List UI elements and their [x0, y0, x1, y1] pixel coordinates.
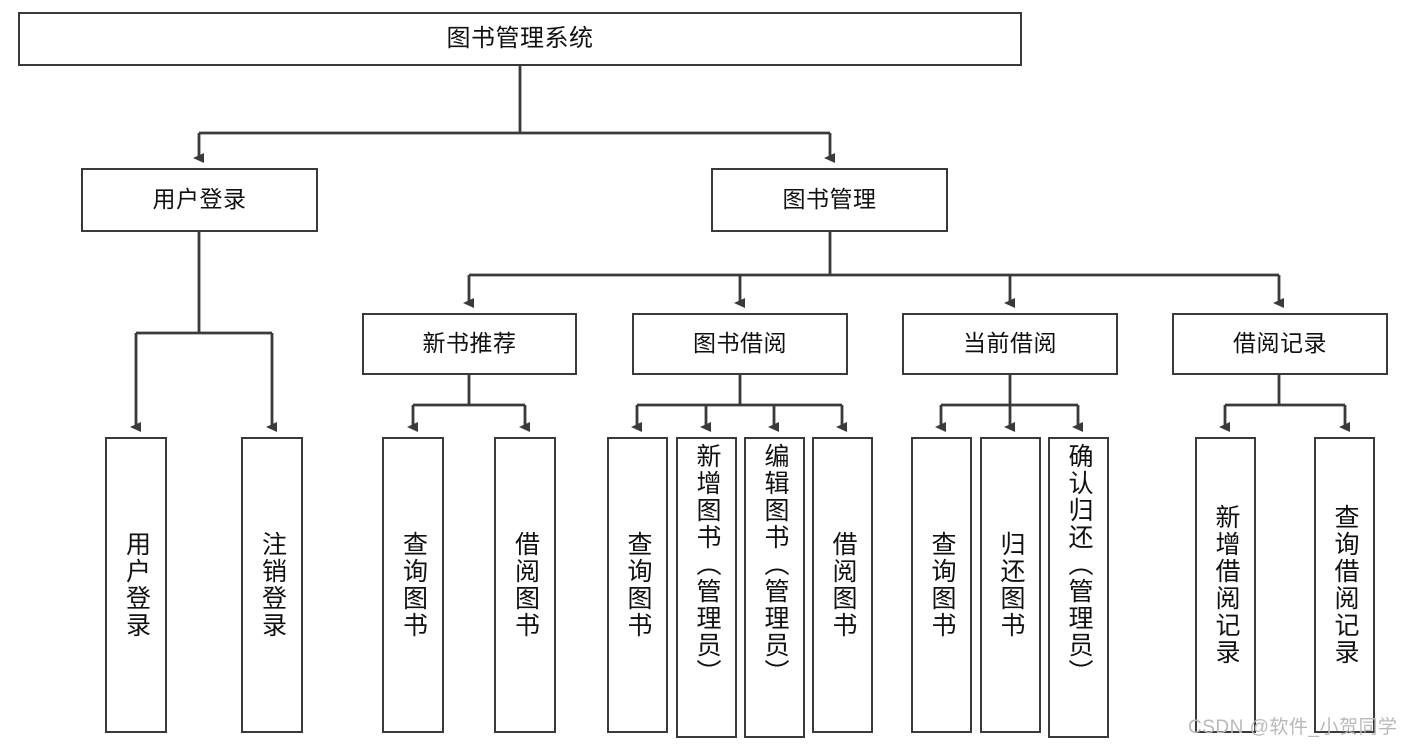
node-label: 查询借阅记录: [1331, 504, 1359, 666]
node-label: 图书借阅: [693, 330, 787, 357]
node-label: 归还图书: [997, 531, 1025, 639]
node-label: 新书推荐: [422, 330, 517, 357]
leaf-return-book[interactable]: 归还图书: [980, 437, 1041, 733]
leaf-borrow-book[interactable]: 借阅图书: [812, 437, 873, 733]
node-label: 查询图书: [624, 531, 652, 639]
csdn-watermark: CSDN @软件_小贺同学: [1188, 717, 1398, 738]
node-book-borrow[interactable]: 图书借阅: [632, 313, 848, 375]
node-label: 查询图书: [928, 531, 956, 639]
node-label: 借阅记录: [1233, 330, 1327, 357]
node-root-library-system[interactable]: 图书管理系统: [18, 12, 1022, 66]
node-borrow-record[interactable]: 借阅记录: [1172, 313, 1388, 375]
leaf-query-book-current[interactable]: 查询图书: [911, 437, 972, 733]
node-label: 借阅图书: [511, 531, 540, 639]
node-label: 注销登录: [258, 531, 287, 639]
node-label: 新增图书（管理员）: [693, 443, 721, 686]
node-label: 确认归还（管理员）: [1065, 443, 1093, 686]
leaf-logout-login[interactable]: 注销登录: [241, 437, 303, 733]
leaf-query-book-borrow[interactable]: 查询图书: [607, 437, 668, 733]
node-label: 查询图书: [399, 531, 428, 639]
node-label: 当前借阅: [963, 330, 1057, 357]
node-label: 编辑图书（管理员）: [761, 443, 789, 686]
node-label: 借阅图书: [829, 531, 857, 639]
node-label: 图书管理系统: [446, 24, 594, 52]
leaf-user-login[interactable]: 用户登录: [105, 437, 167, 733]
leaf-query-borrow-record[interactable]: 查询借阅记录: [1314, 437, 1375, 733]
leaf-query-book-recommend[interactable]: 查询图书: [382, 437, 444, 733]
node-user-login[interactable]: 用户登录: [81, 168, 318, 232]
leaf-confirm-return-admin[interactable]: 确认归还（管理员）: [1048, 437, 1109, 738]
leaf-add-borrow-record[interactable]: 新增借阅记录: [1195, 437, 1256, 733]
node-label: 新增借阅记录: [1212, 504, 1240, 666]
leaf-borrow-book-recommend[interactable]: 借阅图书: [494, 437, 556, 733]
node-label: 用户登录: [122, 531, 151, 639]
leaf-add-book-admin[interactable]: 新增图书（管理员）: [676, 437, 737, 738]
node-book-manage[interactable]: 图书管理: [711, 168, 948, 232]
node-current-borrow[interactable]: 当前借阅: [902, 313, 1118, 375]
node-label: 用户登录: [152, 186, 247, 213]
node-new-book-recommend[interactable]: 新书推荐: [362, 313, 577, 375]
leaf-edit-book-admin[interactable]: 编辑图书（管理员）: [744, 437, 805, 738]
node-label: 图书管理: [782, 186, 877, 213]
